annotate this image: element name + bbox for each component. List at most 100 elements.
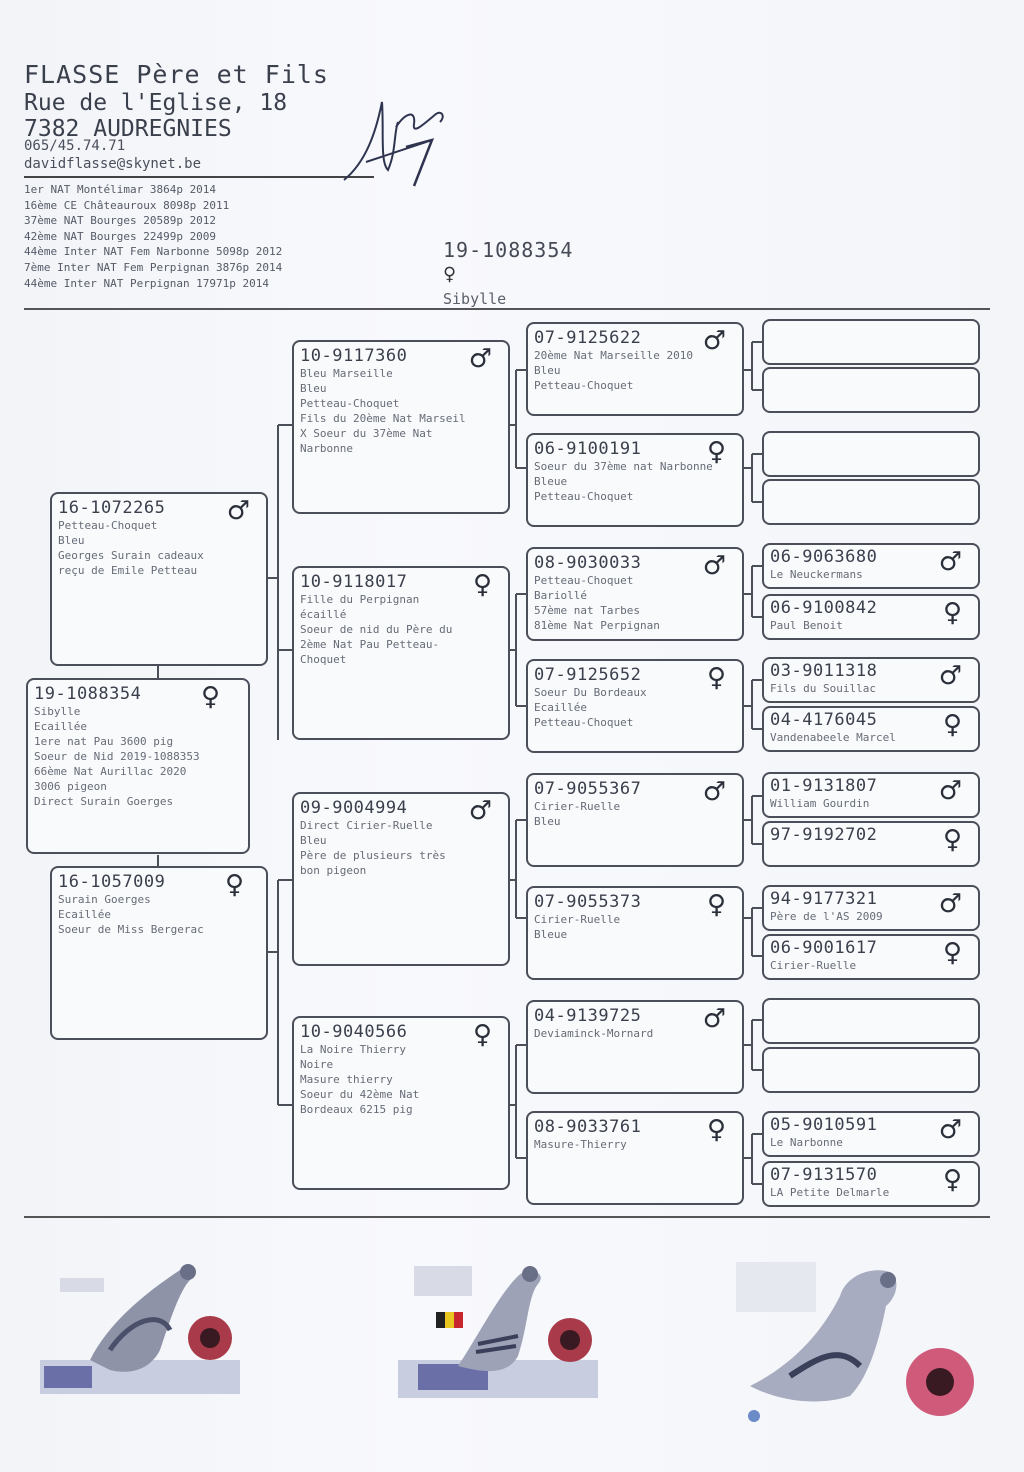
info-line: Le Neuckermans: [770, 568, 863, 581]
info-line: 66ème Nat Aurillac 2020: [34, 765, 187, 778]
info-line: Fils du 20ème Nat Marseil: [300, 412, 466, 425]
female-icon: ♀: [942, 938, 962, 968]
info-line: Deviaminck-Mornard: [534, 1027, 654, 1040]
result-line: 16ème CE Châteauroux 8098p 2011: [24, 198, 230, 212]
subject-heading: 19-1088354 ♀ Sibylle: [443, 238, 573, 308]
male-icon: ♂: [938, 547, 962, 577]
info-line: Soeur du 42ème Nat: [300, 1088, 420, 1101]
info-line: Petteau-Choquet: [534, 379, 634, 392]
subject-ring: 19-1088354: [443, 238, 574, 262]
female-icon: ♀: [706, 1115, 726, 1145]
pedigree-box-ggp-1: 07-9125622 ♂ 20ème Nat Marseille 2010 Bl…: [526, 322, 744, 416]
info-line: Masure-Thierry: [534, 1138, 627, 1151]
ring-number: 07-9125622: [534, 328, 642, 348]
info-line: Georges Surain cadeaux: [58, 549, 204, 562]
female-icon: ♀: [942, 710, 962, 740]
info-line: Fils du Souillac: [770, 682, 876, 695]
pedigree-box-gggp-13: [762, 998, 980, 1044]
header-divider: [24, 176, 374, 178]
male-icon: ♂: [938, 661, 962, 691]
info-line: Fille du Perpignan: [300, 593, 420, 606]
info-line: La Noire Thierry: [300, 1043, 406, 1056]
info-line: Père de l'AS 2009: [770, 910, 883, 923]
info-line: Petteau-Choquet: [534, 716, 634, 729]
info-line: Direct Surain Goerges: [34, 795, 174, 808]
male-icon: ♂: [938, 776, 962, 806]
female-icon: ♀: [224, 870, 244, 900]
pedigree-box-gggp-1: [762, 319, 980, 365]
info-line: Soeur du 37ème nat Narbonne: [534, 460, 713, 473]
ring-number: 06-9100191: [534, 439, 642, 459]
info-line: Le Narbonne: [770, 1136, 843, 1149]
info-line: reçu de Emile Petteau: [58, 564, 198, 577]
ring-number: 16-1057009: [58, 872, 166, 892]
female-icon: ♀: [942, 825, 962, 855]
info-line: Noire: [300, 1058, 334, 1071]
ring-number: 06-9100842: [770, 598, 878, 618]
pedigree-box-gggp-9: 01-9131807 ♂ William Gourdin: [762, 772, 980, 818]
info-line: Paul Benoit: [770, 619, 843, 632]
info-line: Sibylle: [34, 705, 81, 718]
info-line: Petteau-Choquet: [534, 490, 634, 503]
info-line: Cirier-Ruelle: [770, 959, 857, 972]
info-line: 20ème Nat Marseille 2010: [534, 349, 693, 362]
female-icon: ♀: [706, 663, 726, 693]
info-line: bon pigeon: [300, 864, 367, 877]
pedigree-box-gggp-2: [762, 367, 980, 413]
info-line: LA Petite Delmarle: [770, 1186, 890, 1199]
info-line: Soeur de Miss Bergerac: [58, 923, 204, 936]
info-line: 1ere nat Pau 3600 pig: [34, 735, 174, 748]
ring-number: 10-9118017: [300, 572, 408, 592]
male-icon: ♂: [702, 551, 726, 581]
ring-number: 03-9011318: [770, 661, 878, 681]
ring-number: 06-9063680: [770, 547, 878, 567]
info-line: Petteau-Choquet: [300, 397, 400, 410]
info-line: Soeur Du Bordeaux: [534, 686, 647, 699]
belgian-flag-icon: [436, 1312, 463, 1328]
result-line: 42ème NAT Bourges 22499p 2009: [24, 229, 217, 243]
ring-number: 07-9055373: [534, 892, 642, 912]
female-icon: ♀: [200, 682, 220, 712]
info-line: écaillé: [300, 608, 347, 621]
male-icon: ♂: [468, 344, 492, 374]
info-line: Soeur de nid du Père du: [300, 623, 453, 636]
ring-number: 94-9177321: [770, 889, 878, 909]
signature: [343, 101, 444, 187]
female-icon: ♀: [942, 1165, 962, 1195]
pedigree-box-sire: 16-1072265 ♂ Petteau-Choquet Bleu George…: [50, 492, 268, 666]
male-icon: ♂: [226, 496, 250, 526]
info-line: Soeur de Nid 2019-1088353: [34, 750, 200, 763]
pedigree-box-gggp-7: 03-9011318 ♂ Fils du Souillac: [762, 657, 980, 703]
info-line: Bleu: [534, 815, 561, 828]
info-line: Bleu Marseille: [300, 367, 393, 380]
pedigree-box-gggp-8: 04-4176045 ♀ Vandenabeele Marcel: [762, 706, 980, 752]
info-line: Bleu: [300, 382, 327, 395]
pigeon-photo-right: [736, 1262, 974, 1422]
pedigree-box-granddam-maternal: 10-9040566 ♀ La Noire Thierry Noire Masu…: [292, 1016, 510, 1190]
info-line: Surain Goerges: [58, 893, 151, 906]
ring-number: 04-4176045: [770, 710, 878, 730]
info-line: Bordeaux 6215 pig: [300, 1103, 413, 1116]
female-icon: ♀: [942, 598, 962, 628]
top-divider: [24, 308, 990, 310]
pedigree-box-grandsire-paternal: 10-9117360 ♂ Bleu Marseille Bleu Petteau…: [292, 340, 510, 514]
pedigree-box-gggp-10: 97-9192702 ♀: [762, 821, 980, 867]
breeder-phone: 065/45.74.71: [24, 138, 126, 154]
pedigree-box-self: 19-1088354 ♀ Sibylle Ecaillée 1ere nat P…: [26, 678, 250, 854]
ring-number: 07-9125652: [534, 665, 642, 685]
info-line: Narbonne: [300, 442, 353, 455]
info-line: Choquet: [300, 653, 347, 666]
pigeon-photo-center: [398, 1266, 598, 1398]
pedigree-box-gggp-4: [762, 479, 980, 525]
ring-number: 10-9117360: [300, 346, 408, 366]
pedigree-box-gggp-15: 05-9010591 ♂ Le Narbonne: [762, 1111, 980, 1157]
info-line: 2ème Nat Pau Petteau-: [300, 638, 440, 651]
pedigree-box-gggp-12: 06-9001617 ♀ Cirier-Ruelle: [762, 934, 980, 980]
pedigree-box-gggp-3: [762, 431, 980, 477]
pedigree-box-ggp-5: 07-9055367 ♂ Cirier-Ruelle Bleu: [526, 773, 744, 867]
pedigree-box-dam: 16-1057009 ♀ Surain Goerges Ecaillée Soe…: [50, 866, 268, 1040]
ring-number: 08-9030033: [534, 553, 642, 573]
info-line: Ecaillée: [58, 908, 111, 921]
